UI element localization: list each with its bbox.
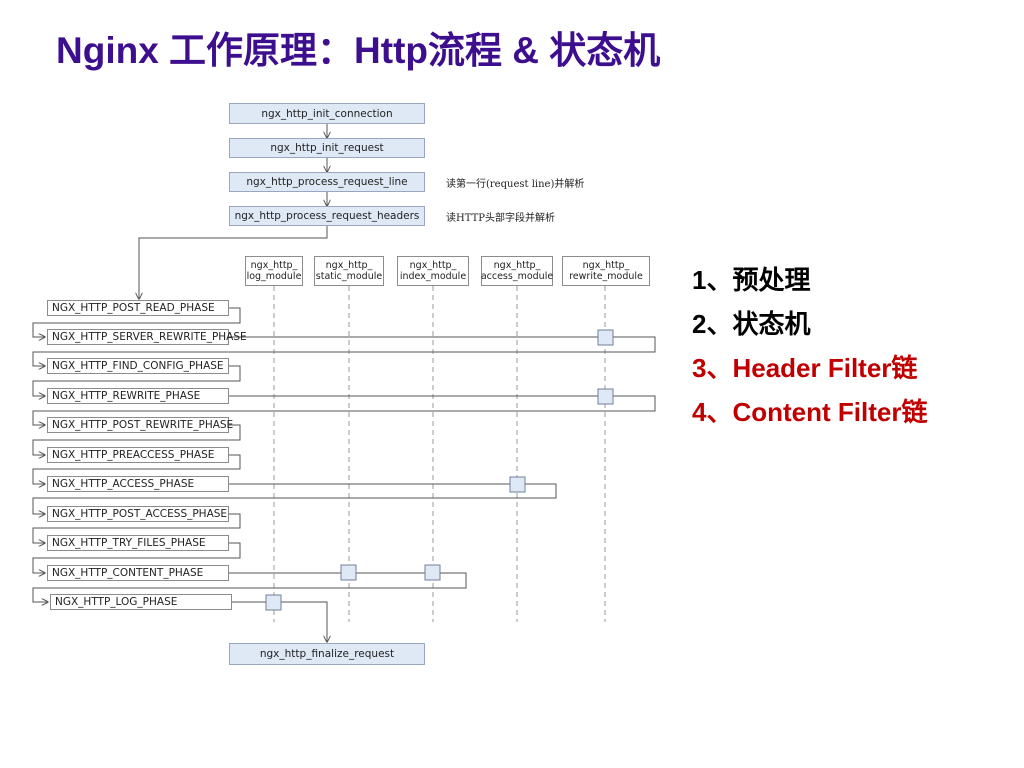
handler-rewrite-server-rewrite xyxy=(597,329,614,346)
module-index-line1: ngx_http_ xyxy=(409,260,457,271)
module-log-line2: log_module xyxy=(246,271,302,282)
module-static-line1: ngx_http_ xyxy=(325,260,373,271)
module-access-line2: access_module xyxy=(480,271,554,282)
phase-log: NGX_HTTP_LOG_PHASE xyxy=(50,594,232,610)
phase-rewrite: NGX_HTTP_REWRITE_PHASE xyxy=(47,388,229,404)
note-headers: 读HTTP头部字段并解析 xyxy=(446,213,555,224)
module-rewrite-line1: ngx_http_ xyxy=(582,260,630,271)
module-static-line2: static_module xyxy=(315,271,383,282)
summary-list: 1、预处理 2、状态机 3、Header Filter链 4、Content F… xyxy=(692,258,1022,434)
phase-post-read: NGX_HTTP_POST_READ_PHASE xyxy=(47,300,229,316)
handler-log-log xyxy=(265,594,282,611)
handler-index-content xyxy=(424,564,441,581)
phase-server-rewrite: NGX_HTTP_SERVER_REWRITE_PHASE xyxy=(47,329,247,345)
phase-content: NGX_HTTP_CONTENT_PHASE xyxy=(47,565,229,581)
arrow-headers-to-phases xyxy=(139,226,328,299)
handler-boxes xyxy=(265,329,614,611)
module-access: ngx_http_ access_module xyxy=(481,256,553,286)
phase-find-config: NGX_HTTP_FIND_CONFIG_PHASE xyxy=(47,358,229,374)
handler-access-access xyxy=(509,476,526,493)
phase-access: NGX_HTTP_ACCESS_PHASE xyxy=(47,476,229,492)
phase-post-access: NGX_HTTP_POST_ACCESS_PHASE xyxy=(47,506,229,522)
module-index: ngx_http_ index_module xyxy=(397,256,469,286)
summary-item-state-machine: 2、状态机 xyxy=(692,309,811,339)
note-request-line: 读第一行(request line)并解析 xyxy=(446,179,585,190)
module-static: ngx_http_ static_module xyxy=(314,256,384,286)
init-request-box: ngx_http_init_request xyxy=(229,138,425,158)
handler-rewrite-rewrite xyxy=(597,388,614,405)
module-log-line1: ngx_http_ xyxy=(250,260,298,271)
phase-post-rewrite: NGX_HTTP_POST_REWRITE_PHASE xyxy=(47,417,233,433)
summary-item-header-filter: 3、Header Filter链 xyxy=(692,353,918,383)
module-index-line2: index_module xyxy=(399,271,467,282)
process-request-line-box: ngx_http_process_request_line xyxy=(229,172,425,192)
slide-title: Nginx 工作原理：Http流程 & 状态机 xyxy=(56,30,661,71)
module-access-line1: ngx_http_ xyxy=(493,260,541,271)
module-rewrite-line2: rewrite_module xyxy=(569,271,643,282)
module-log: ngx_http_ log_module xyxy=(245,256,303,286)
handler-static-content xyxy=(340,564,357,581)
phase-loops xyxy=(32,307,656,642)
phase-try-files: NGX_HTTP_TRY_FILES_PHASE xyxy=(47,535,229,551)
finalize-request-box: ngx_http_finalize_request xyxy=(229,643,425,665)
process-request-headers-box: ngx_http_process_request_headers xyxy=(229,206,425,226)
summary-item-content-filter: 4、Content Filter链 xyxy=(692,397,928,427)
phase-preaccess: NGX_HTTP_PREACCESS_PHASE xyxy=(47,447,229,463)
summary-item-preprocess: 1、预处理 xyxy=(692,265,811,295)
init-connection-box: ngx_http_init_connection xyxy=(229,103,425,124)
module-rewrite: ngx_http_ rewrite_module xyxy=(562,256,650,286)
